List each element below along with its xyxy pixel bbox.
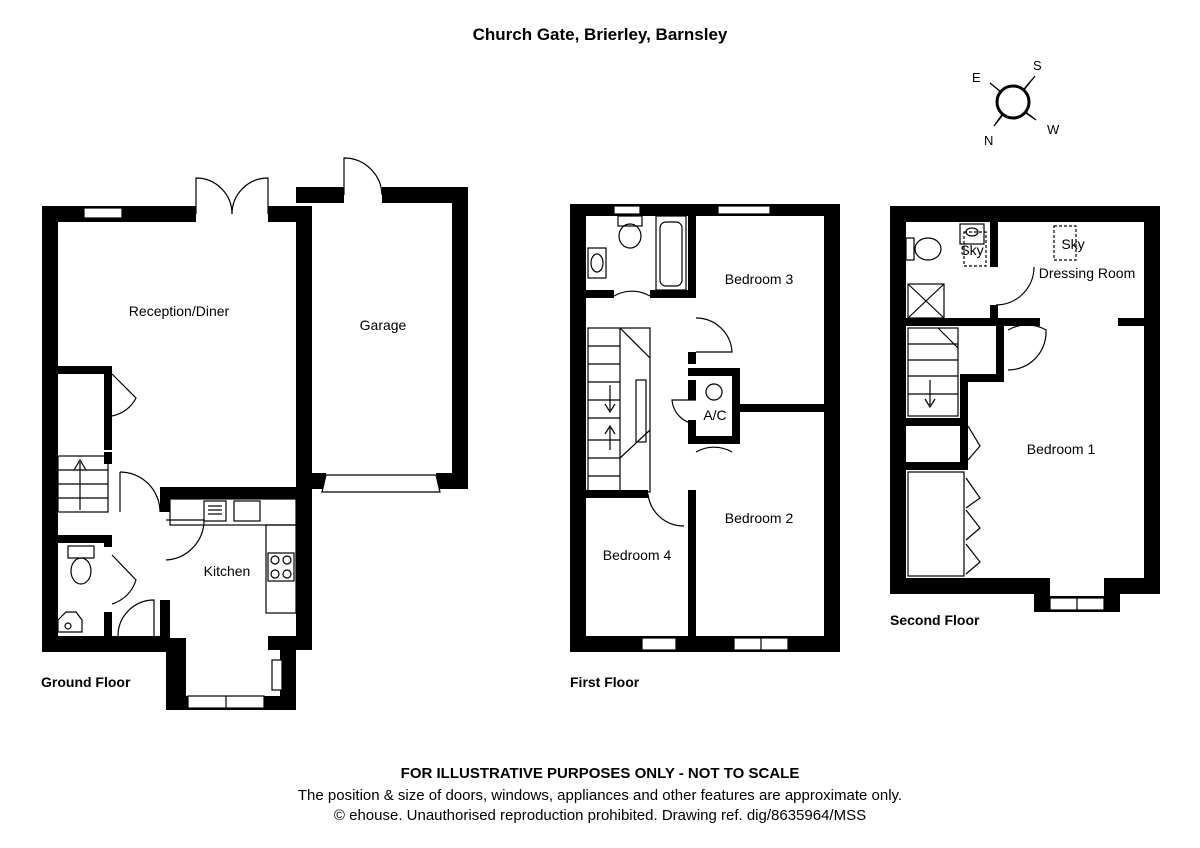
skylight-ensuite: Sky xyxy=(960,242,983,258)
second-floor-plan: Sky Sky Dressing Room Bedroom 1 Second F… xyxy=(890,206,1160,628)
compass-south: S xyxy=(1033,58,1042,73)
room-dressing-room: Dressing Room xyxy=(1039,265,1135,281)
ground-floor-plan: Reception/Diner Garage Kitchen Ground Fl… xyxy=(41,157,468,710)
first-floor-label: First Floor xyxy=(570,674,640,690)
room-airing-cupboard: A/C xyxy=(703,407,726,423)
room-bedroom-3: Bedroom 3 xyxy=(725,271,794,287)
disclaimer-line-1: The position & size of doors, windows, a… xyxy=(297,787,903,804)
room-reception-diner: Reception/Diner xyxy=(129,303,230,319)
room-garage: Garage xyxy=(360,317,407,333)
plan-title: Church Gate, Brierley, Barnsley xyxy=(473,25,728,44)
disclaimer-heading: FOR ILLUSTRATIVE PURPOSES ONLY - NOT TO … xyxy=(400,765,800,782)
room-bedroom-4: Bedroom 4 xyxy=(603,547,672,563)
first-floor-plan: Bedroom 3 A/C Bedroom 2 Bedroom 4 First … xyxy=(570,204,840,690)
room-bedroom-2: Bedroom 2 xyxy=(725,510,794,526)
room-kitchen: Kitchen xyxy=(204,563,251,579)
compass-west: W xyxy=(1047,122,1060,137)
skylight-dressing: Sky xyxy=(1061,236,1084,252)
compass-icon: E S N W xyxy=(972,58,1060,148)
compass-north: N xyxy=(984,133,993,148)
disclaimer-line-2: © ehouse. Unauthorised reproduction proh… xyxy=(333,807,867,824)
compass-east: E xyxy=(972,70,981,85)
room-bedroom-1: Bedroom 1 xyxy=(1027,441,1096,457)
ground-floor-label: Ground Floor xyxy=(41,674,131,690)
second-floor-label: Second Floor xyxy=(890,612,980,628)
